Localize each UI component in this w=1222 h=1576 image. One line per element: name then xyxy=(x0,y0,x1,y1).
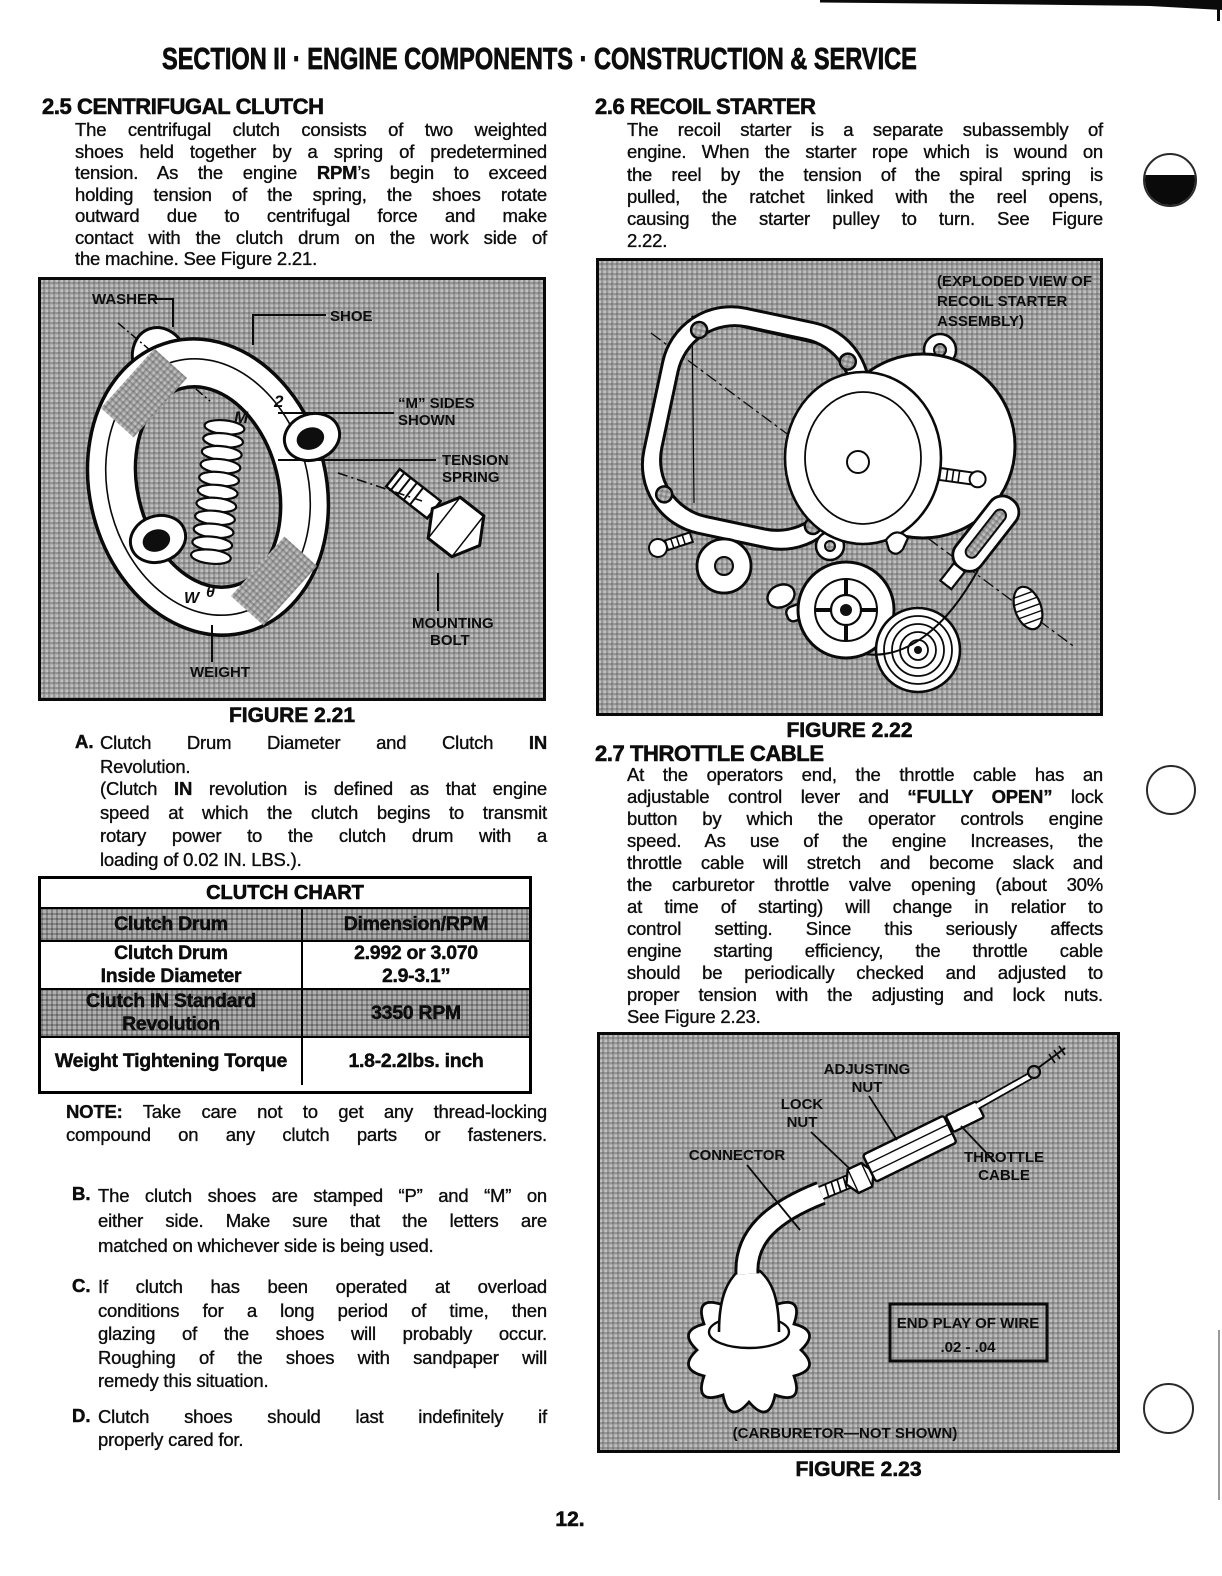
shoe-gap-lower xyxy=(230,536,318,626)
label-shoe: SHOE xyxy=(330,308,373,325)
starter-housing-part xyxy=(783,332,1017,562)
end-play-title: END PLAY OF WIRE xyxy=(897,1315,1040,1332)
screw-part xyxy=(648,531,695,558)
table-row: Weight Tightening Torque 1.8-2.2lbs. inc… xyxy=(41,1038,529,1085)
mark-w: W xyxy=(184,590,201,607)
clip-part xyxy=(884,531,910,555)
figure-2-23-throttle-cable-diagram: END PLAY OF WIRE .02 - .04 ADJUSTING NUT… xyxy=(597,1032,1120,1453)
label-cable: CABLE xyxy=(978,1167,1030,1184)
mounting-bolt-part xyxy=(384,467,486,559)
carburetor-note: (CARBURETOR—NOT SHOWN) xyxy=(733,1425,958,1442)
figure-2-22-caption: FIGURE 2.22 xyxy=(786,719,913,743)
mark-2: 2 xyxy=(273,392,284,411)
label-weight: WEIGHT xyxy=(190,664,250,681)
item-d-label: D. xyxy=(72,1405,91,1427)
exploded-view-note-line3: ASSEMBLY) xyxy=(937,313,1024,330)
mark-theta: θ xyxy=(206,584,215,601)
section-2-7-title: THROTTLE CABLE xyxy=(630,741,825,767)
punch-hole-circle-1 xyxy=(1146,765,1196,815)
section-2-5-number: 2.5 xyxy=(42,94,72,120)
item-a-subtext: (Clutch IN revolution is defined as that… xyxy=(100,778,548,870)
shoe-boss-upper xyxy=(282,411,342,463)
label-tension: TENSION xyxy=(442,452,509,469)
scan-artifact-top xyxy=(820,0,1222,21)
note-paragraph: NOTE: Take care not to get any thread-lo… xyxy=(66,1101,548,1145)
item-b-label: B. xyxy=(72,1183,91,1205)
label-spring: SPRING xyxy=(442,469,500,486)
lock-nut-part xyxy=(845,1161,875,1195)
label-bolt: BOLT xyxy=(430,632,470,649)
wire-loop xyxy=(1026,1064,1042,1080)
label-shown: SHOWN xyxy=(398,412,456,429)
item-a-label: A. xyxy=(75,731,94,753)
adjusting-nut-part xyxy=(862,1115,957,1183)
figure-2-23-caption: FIGURE 2.23 xyxy=(795,1458,922,1482)
figure-2-21-clutch-diagram: M 2 W θ WASHER SHOE “M” SIDES SHOWN TENS… xyxy=(38,277,546,701)
end-play-value: .02 - .04 xyxy=(940,1339,996,1356)
label-adjusting: ADJUSTING xyxy=(824,1061,911,1078)
clutch-chart-header-row: Clutch Drum Dimension/RPM xyxy=(41,909,529,942)
figure-2-21-caption: FIGURE 2.21 xyxy=(228,704,356,728)
col-header-2: Dimension/RPM xyxy=(343,913,489,935)
page-edge-line xyxy=(1218,1330,1220,1500)
registration-half-dot xyxy=(1143,153,1197,207)
label-mounting: MOUNTING xyxy=(412,615,494,632)
label-m-sides: “M” SIDES xyxy=(398,395,475,412)
shoe-gap-upper xyxy=(100,348,188,438)
label-connector: CONNECTOR xyxy=(689,1147,786,1164)
section-2-6-paragraph: The recoil starter is a separate subasse… xyxy=(627,119,1104,252)
pulley-part xyxy=(796,560,896,660)
exploded-view-note-line1: (EXPLODED VIEW OF xyxy=(937,273,1092,290)
washer-disc-part xyxy=(695,537,753,595)
label-throttle: THROTTLE xyxy=(964,1149,1044,1166)
knurled-knob-part xyxy=(1012,585,1044,631)
item-b-text: The clutch shoes are stamped “P” and “M”… xyxy=(98,1185,548,1256)
page-title: SECTION II · ENGINE COMPONENTS · CONSTRU… xyxy=(162,41,917,77)
shoe-boss-lower xyxy=(128,513,188,565)
cable-sleeve-part xyxy=(945,1100,985,1133)
section-2-7-number: 2.7 xyxy=(595,741,625,767)
clutch-chart-table: CLUTCH CHART Clutch Drum Dimension/RPM C… xyxy=(38,876,532,1094)
col-header-1: Clutch Drum xyxy=(114,913,228,935)
item-c-label: C. xyxy=(72,1275,91,1297)
end-play-box xyxy=(888,1302,1049,1363)
mark-m: M xyxy=(234,408,249,427)
clutch-chart-title: CLUTCH CHART xyxy=(41,879,529,909)
page-number: 12. xyxy=(555,1508,585,1532)
punch-hole-circle-2 xyxy=(1143,1383,1194,1434)
section-2-7-paragraph: At the operators end, the throttle cable… xyxy=(627,764,1104,1027)
rope-line xyxy=(863,569,979,656)
section-2-5-paragraph: The centrifugal clutch consists of two w… xyxy=(75,119,548,269)
label-adjusting-nut: NUT xyxy=(852,1079,883,1096)
spiral-spring-part xyxy=(874,606,962,694)
section-2-6-number: 2.6 xyxy=(595,94,625,120)
section-2-6-title: RECOIL STARTER xyxy=(630,94,816,120)
label-lock: LOCK xyxy=(781,1096,824,1113)
figure-2-22-recoil-starter-diagram: (EXPLODED VIEW OF RECOIL STARTER ASSEMBL… xyxy=(596,258,1103,716)
label-lock-nut: NUT xyxy=(787,1114,818,1131)
item-d-text: Clutch shoes should last indefinitely if… xyxy=(98,1406,548,1450)
starter-handle-part xyxy=(938,494,1021,591)
tension-spring-part xyxy=(189,418,246,565)
throttle-cable-part xyxy=(975,1074,1032,1108)
connector-part xyxy=(737,1184,825,1275)
label-washer: WASHER xyxy=(92,291,158,308)
exploded-view-note-line2: RECOIL STARTER xyxy=(937,293,1067,310)
section-2-5-title: CENTRIFUGAL CLUTCH xyxy=(77,94,325,120)
